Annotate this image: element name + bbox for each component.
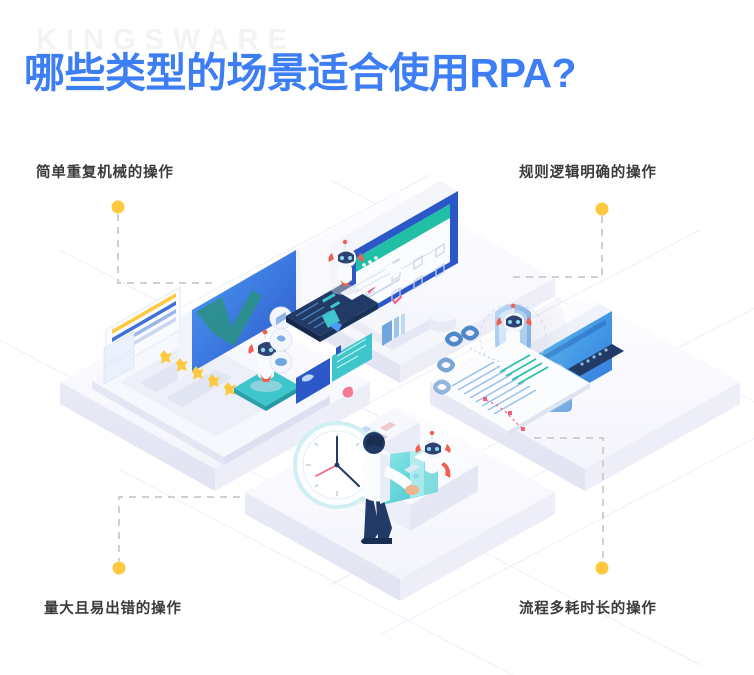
label-top-right: 规则逻辑明确的操作 (519, 165, 657, 181)
star-rating (160, 350, 236, 396)
label-bottom-right: 流程多耗时长的操作 (519, 601, 657, 617)
pink-accent-path (483, 397, 525, 431)
database-cylinder (428, 311, 456, 332)
page-title: 哪些类型的场景适合使用RPA? (24, 50, 577, 96)
brand-watermark: KINGSWARE (36, 24, 296, 56)
speaker-icon (382, 313, 405, 346)
robot-avatar-top (328, 239, 364, 295)
scene-right-security (428, 297, 624, 436)
label-bottom-left: 量大且易出错的操作 (44, 601, 182, 617)
robot-avatar-bottom (415, 430, 451, 478)
scene-left-laptop (92, 248, 372, 465)
scene-top-monitor (286, 181, 458, 346)
wall-clock (293, 421, 381, 509)
person-figure (361, 432, 419, 544)
chain-links-icon (433, 325, 479, 395)
app-icon-stack (269, 306, 293, 374)
label-top-left: 简单重复机械的操作 (36, 165, 174, 181)
scene-bottom-clock (293, 408, 478, 544)
password-field (568, 344, 624, 376)
